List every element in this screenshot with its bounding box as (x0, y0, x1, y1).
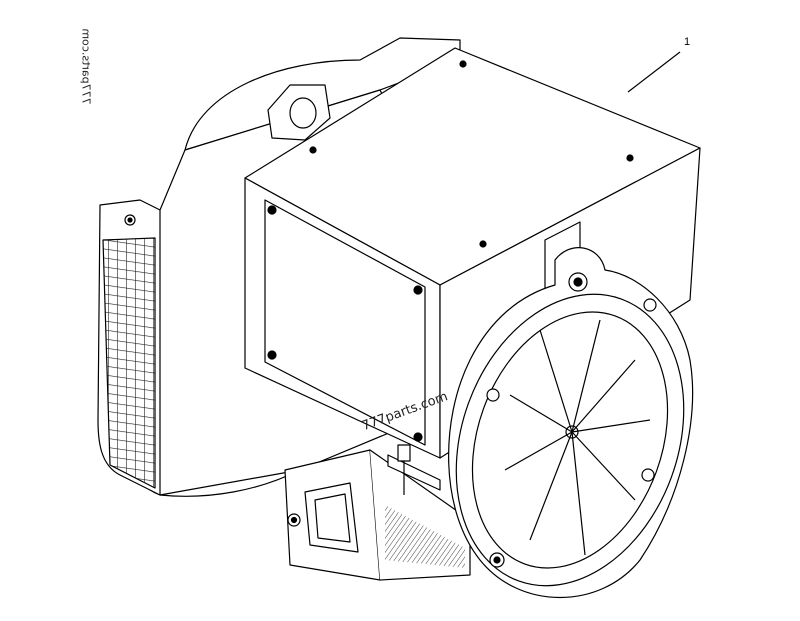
end-bracket (448, 247, 694, 598)
callout-label: 1 (684, 36, 691, 48)
terminal-stud (387, 444, 441, 495)
mounting-foot (284, 449, 471, 581)
terminal-box-front (244, 177, 441, 459)
watermark-corner: 777parts.com (79, 28, 93, 105)
callout-leader (627, 51, 681, 93)
front-grille (97, 199, 161, 496)
lifting-lug (267, 84, 331, 141)
